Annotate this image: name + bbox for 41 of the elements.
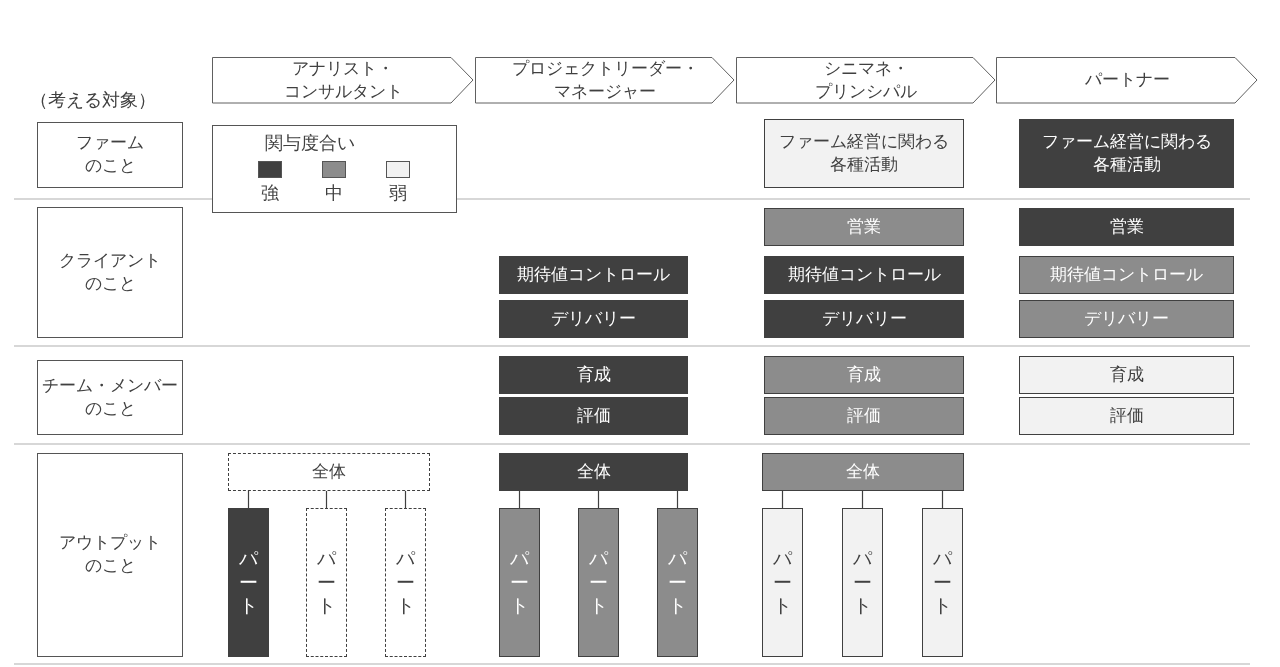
activity-box: デリバリー xyxy=(764,300,964,338)
activity-box: パート xyxy=(842,508,883,657)
activity-box: パート xyxy=(385,508,426,657)
activity-box: デリバリー xyxy=(499,300,688,338)
category-box: ファームのこと xyxy=(37,122,183,188)
activity-box: 全体 xyxy=(228,453,430,491)
activity-box: パート xyxy=(657,508,698,657)
activity-box: 期待値コントロール xyxy=(499,256,688,294)
category-box: クライアントのこと xyxy=(37,207,183,338)
career-stage-box: シニマネ・プリンシパル xyxy=(736,57,996,104)
activity-box: 評価 xyxy=(1019,397,1234,435)
activity-box: パート xyxy=(306,508,347,657)
category-box: アウトプットのこと xyxy=(37,453,183,657)
activity-box: 全体 xyxy=(762,453,964,491)
activity-box: パート xyxy=(578,508,619,657)
activity-box: ファーム経営に関わる各種活動 xyxy=(1019,119,1234,188)
activity-box: 期待値コントロール xyxy=(1019,256,1234,294)
activity-box: パート xyxy=(922,508,963,657)
activity-box: 育成 xyxy=(1019,356,1234,394)
activity-box: デリバリー xyxy=(1019,300,1234,338)
activity-box: 育成 xyxy=(764,356,964,394)
activity-box: 育成 xyxy=(499,356,688,394)
activity-box: パート xyxy=(762,508,803,657)
career-stage-box: プロジェクトリーダー・マネージャー xyxy=(475,57,735,104)
activity-box: 評価 xyxy=(764,397,964,435)
category-box: チーム・メンバーのこと xyxy=(37,360,183,435)
career-stage-box: パートナー xyxy=(996,57,1258,104)
activity-box: 営業 xyxy=(764,208,964,246)
activity-box: 全体 xyxy=(499,453,688,491)
activity-box: パート xyxy=(499,508,540,657)
legend-text: 中 xyxy=(325,182,343,205)
legend-text: 強 xyxy=(261,182,279,205)
career-stage-box: アナリスト・コンサルタント xyxy=(212,57,474,104)
activity-box: パート xyxy=(228,508,269,657)
column-note: （考える対象） xyxy=(30,89,156,112)
activity-box: 期待値コントロール xyxy=(764,256,964,294)
legend-title: 関与度合い xyxy=(265,132,355,155)
legend-text: 弱 xyxy=(389,182,407,205)
activity-box: ファーム経営に関わる各種活動 xyxy=(764,119,964,188)
activity-box: 営業 xyxy=(1019,208,1234,246)
activity-box: 評価 xyxy=(499,397,688,435)
